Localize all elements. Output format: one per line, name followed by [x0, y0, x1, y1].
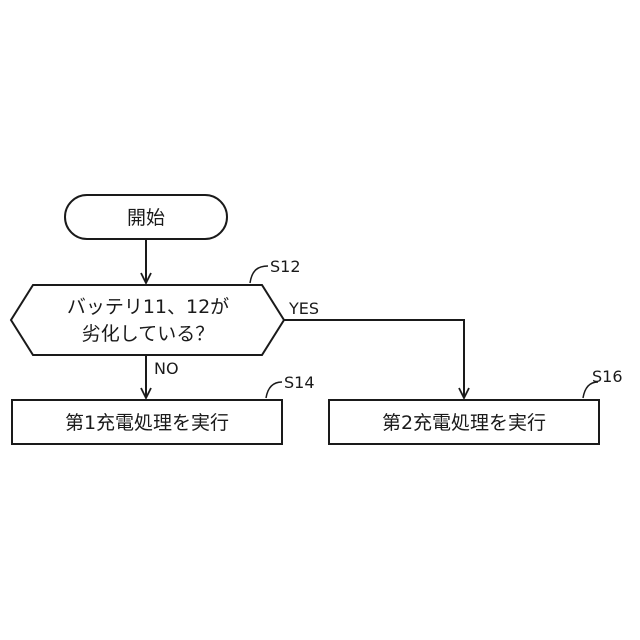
- process-no-label: 第1充電処理を実行: [65, 412, 229, 434]
- decision-node: バッテリ11、12が 劣化している？: [11, 285, 284, 355]
- step-ref-s16: S16: [592, 367, 623, 386]
- start-terminal: 開始: [65, 195, 227, 239]
- step-ref-s12: S12: [270, 257, 301, 276]
- decision-line-1: バッテリ11、12が: [67, 296, 229, 318]
- step-ref-s14-leader: [266, 382, 282, 398]
- step-ref-s14: S14: [284, 373, 315, 392]
- process-yes-node: 第2充電処理を実行: [329, 400, 599, 444]
- step-ref-s12-leader: [250, 266, 268, 283]
- no-branch-label: NO: [154, 359, 179, 378]
- yes-branch-label: YES: [288, 299, 319, 318]
- process-yes-label: 第2充電処理を実行: [382, 412, 546, 434]
- start-label: 開始: [127, 207, 165, 229]
- decision-line-2: 劣化している？: [82, 323, 214, 345]
- process-no-node: 第1充電処理を実行: [12, 400, 282, 444]
